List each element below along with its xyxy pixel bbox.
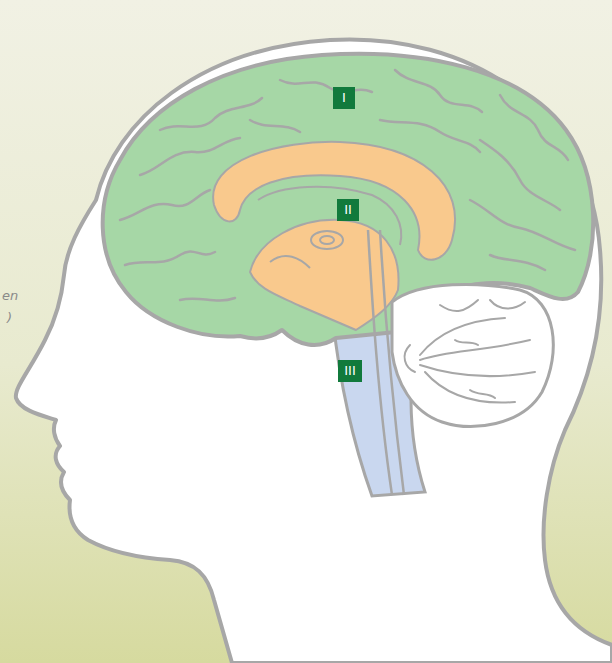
callout-number: I [339, 90, 349, 106]
cut-off-label: ) [7, 310, 12, 325]
callout-box: III [338, 360, 362, 382]
cut-off-label: en [2, 288, 18, 303]
ventricle-lines [258, 187, 401, 268]
head-outline [16, 39, 612, 663]
cerebellum [392, 284, 553, 426]
diencephalon [250, 220, 399, 330]
callout-box: II [337, 199, 359, 221]
callout-box: I [333, 87, 355, 109]
corpus-callosum [213, 142, 455, 260]
callout-number: III [344, 363, 356, 379]
cerebellum-folia [405, 300, 535, 403]
callout-number: II [343, 202, 353, 218]
